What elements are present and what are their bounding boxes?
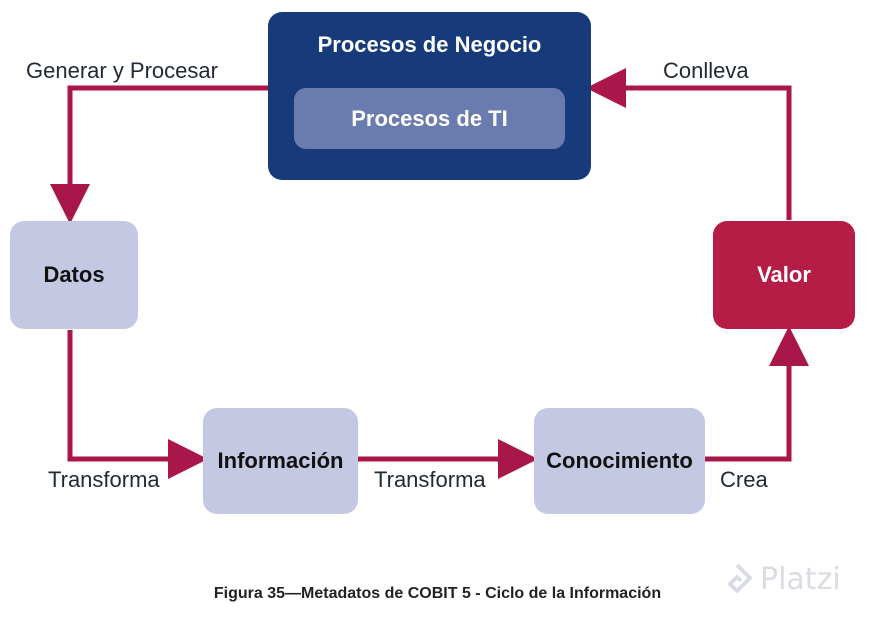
value-node: Valor (713, 221, 855, 329)
platzi-watermark: Platzi (722, 562, 841, 597)
information-label: Información (217, 448, 344, 473)
knowledge-node: Conocimiento (534, 408, 705, 514)
data-label: Datos (43, 262, 105, 287)
edge-label-generate-process: Generar y Procesar (26, 58, 218, 83)
platzi-logo-icon (728, 563, 752, 593)
edge-label-creates: Crea (720, 467, 768, 492)
watermark-text: Platzi (760, 562, 841, 597)
edge-label-transform-1: Transforma (48, 467, 160, 492)
arrow-knowledge-to-value (705, 326, 809, 462)
arrow-generate-to-data (50, 85, 268, 224)
it-processes-label: Procesos de TI (351, 105, 508, 131)
edge-label-entails: Conlleva (663, 58, 749, 83)
arrow-data-to-information (67, 330, 208, 479)
arrow-value-to-business (586, 68, 792, 220)
knowledge-label: Conocimiento (546, 448, 693, 473)
information-node: Información (203, 408, 358, 514)
value-label: Valor (757, 262, 811, 287)
data-node: Datos (10, 221, 138, 329)
it-processes-node: Procesos de TI (294, 88, 565, 149)
business-processes-label: Procesos de Negocio (317, 32, 542, 57)
edge-label-transform-2: Transforma (374, 467, 486, 492)
figure-caption: Figura 35—Metadatos de COBIT 5 - Ciclo d… (213, 585, 662, 602)
